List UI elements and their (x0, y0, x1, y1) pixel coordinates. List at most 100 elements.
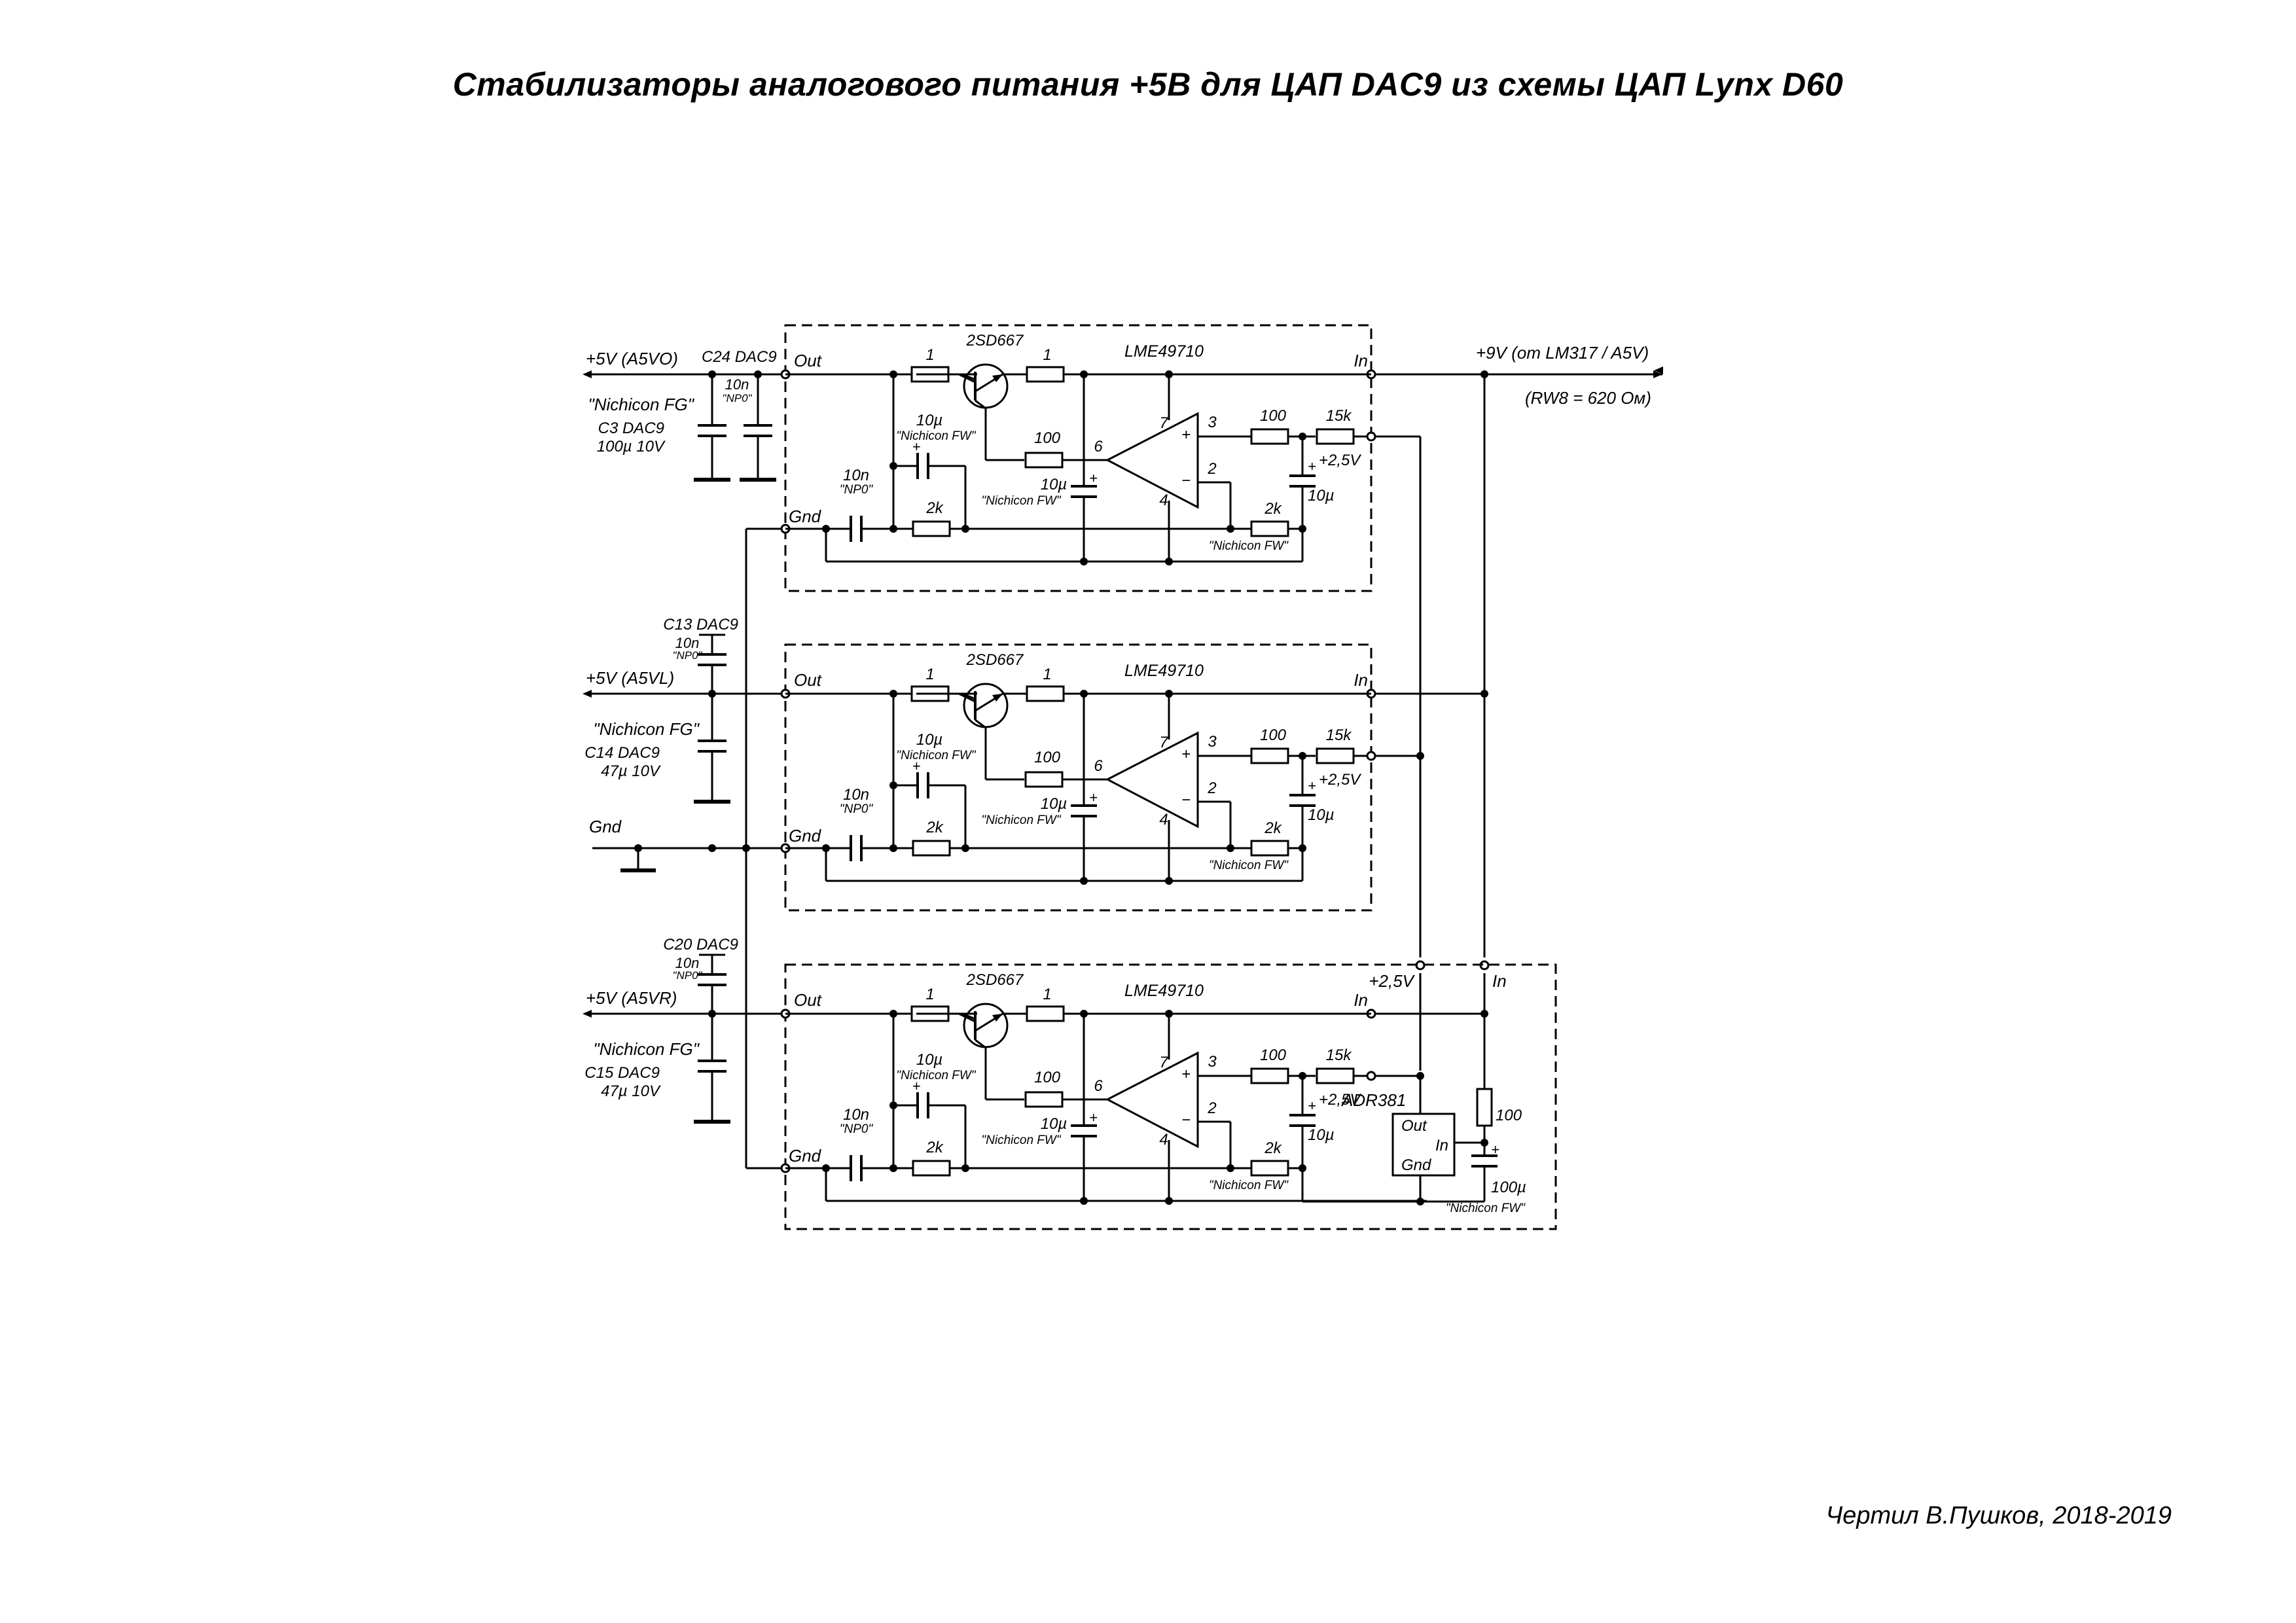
input-resistor-15k (1316, 428, 1355, 445)
emitter-resistor (1026, 366, 1065, 383)
rail-label: +5V (A5VL) (586, 668, 674, 688)
bypass-cap-type: "NP0" (672, 649, 702, 662)
transistor-body (963, 683, 1009, 728)
feedback-resistor (1250, 1160, 1289, 1177)
junction-dot (708, 844, 716, 852)
transistor-label: 2SD667 (966, 651, 1024, 669)
drive-resistor-value: 100 (1034, 749, 1061, 766)
in-label: In (1354, 351, 1368, 370)
plus-sign: + (1181, 1065, 1191, 1083)
pin-minus-number: 2 (1207, 460, 1216, 478)
emitter-resistor-value: 1 (1043, 666, 1051, 683)
rail-label: +5V (A5VO) (586, 349, 678, 368)
pin-plus-number: 3 (1208, 733, 1217, 751)
feedback-type-label: "Nichicon FW" (1209, 859, 1289, 872)
np0-capacitor (850, 1155, 863, 1181)
opamp-triangle (1105, 412, 1199, 509)
junction-dot (1299, 525, 1306, 533)
bypass-capacitor (698, 973, 726, 986)
np0-capacitor-value: 10n (843, 786, 869, 804)
terminal (1366, 1071, 1376, 1081)
junction-dot (1299, 1164, 1306, 1172)
cap-plus: + (912, 438, 921, 455)
rail-label: +5V (A5VR) (586, 988, 677, 1008)
wire (958, 373, 976, 383)
plus-sign: + (1181, 426, 1191, 444)
ref-capacitor (1289, 794, 1316, 807)
opamp-label: LME49710 (1124, 662, 1204, 680)
input-resistor-15k-value: 15k (1326, 407, 1353, 425)
transistor-body (963, 363, 1009, 409)
bulk-cap-ref: C3 DAC9 (598, 419, 664, 437)
cap-plus: + (912, 1078, 921, 1094)
fw-capacitor (916, 772, 929, 798)
wire (958, 1012, 976, 1023)
input-resistor-15k-value: 15k (1326, 1046, 1353, 1064)
pin-minus-number: 2 (1207, 1099, 1216, 1117)
cap-plus: + (1491, 1141, 1499, 1158)
ground-bus: Gnd (589, 527, 785, 1169)
wire (975, 1039, 986, 1049)
gnd-label: Gnd (789, 826, 822, 846)
ref-capacitor (1289, 474, 1316, 488)
terminal (1366, 751, 1376, 761)
cap-plus: + (1089, 1109, 1098, 1126)
reference-in-label: In (1492, 971, 1507, 991)
out-label: Out (794, 990, 823, 1010)
base-resistor-value: 1 (925, 346, 934, 364)
out-label: Out (794, 351, 823, 370)
pin-plus-number: 3 (1208, 1053, 1217, 1071)
transistor-label: 2SD667 (966, 971, 1024, 989)
arrow-left (583, 370, 592, 378)
bypass-cap-ref: C24 DAC9 (702, 348, 777, 366)
np0-capacitor-value: 10n (843, 1106, 869, 1124)
np0-capacitor-type: "NP0" (840, 483, 874, 497)
wire (961, 1012, 976, 1020)
out-label: Out (794, 670, 823, 690)
wire (961, 373, 976, 381)
wire (958, 692, 976, 703)
pin-out-number: 6 (1094, 757, 1103, 775)
junction-dot (742, 844, 750, 852)
fw-capacitor (916, 1092, 929, 1118)
pin-out-number: 6 (1094, 1077, 1103, 1095)
input-resistor-value: 100 (1260, 407, 1287, 425)
feedback-resistor (1250, 520, 1289, 537)
cap-plus: + (1089, 789, 1098, 806)
np0-capacitor (850, 835, 863, 861)
cap-plus: + (1308, 777, 1316, 794)
emitter-arrow (992, 374, 1003, 382)
transistor-2sd667 (916, 363, 1009, 460)
feedback-resistor-value: 2k (1264, 1139, 1282, 1157)
output-capacitor (1071, 485, 1097, 498)
bypass-cap-value: 10n (675, 955, 700, 971)
feedback-resistor-value: 2k (1264, 819, 1282, 837)
supply-note: (RW8 = 620 Ом) (1525, 388, 1651, 408)
bulk-capacitor (698, 1060, 726, 1073)
feedback-type-label: "Nichicon FW" (1209, 539, 1289, 553)
drive-resistor (1024, 452, 1064, 469)
minus-sign: − (1181, 472, 1191, 490)
adr381-pin-out: Out (1401, 1117, 1427, 1135)
feed-resistor-value: 100 (1496, 1107, 1522, 1124)
ref-capacitor (1289, 1114, 1316, 1127)
ref-voltage-label: +2,5V (1319, 771, 1361, 789)
output-capacitor-type: "Nichicon FW" (981, 813, 1061, 827)
bypass-cap-type: "NP0" (722, 392, 752, 404)
minus-sign: − (1181, 1111, 1191, 1129)
np0-capacitor-type: "NP0" (840, 802, 874, 816)
drive-resistor-value: 100 (1034, 1069, 1061, 1086)
bulk-cap-value: 47µ 10V (601, 1082, 661, 1100)
drive-resistor (1024, 1091, 1064, 1108)
output-capacitor (1071, 1124, 1097, 1137)
feedback-resistor (1250, 840, 1289, 857)
adr381-pin-in: In (1435, 1137, 1448, 1154)
pin-gnd-number: 4 (1159, 1131, 1168, 1149)
transistor-body (963, 1003, 1009, 1048)
